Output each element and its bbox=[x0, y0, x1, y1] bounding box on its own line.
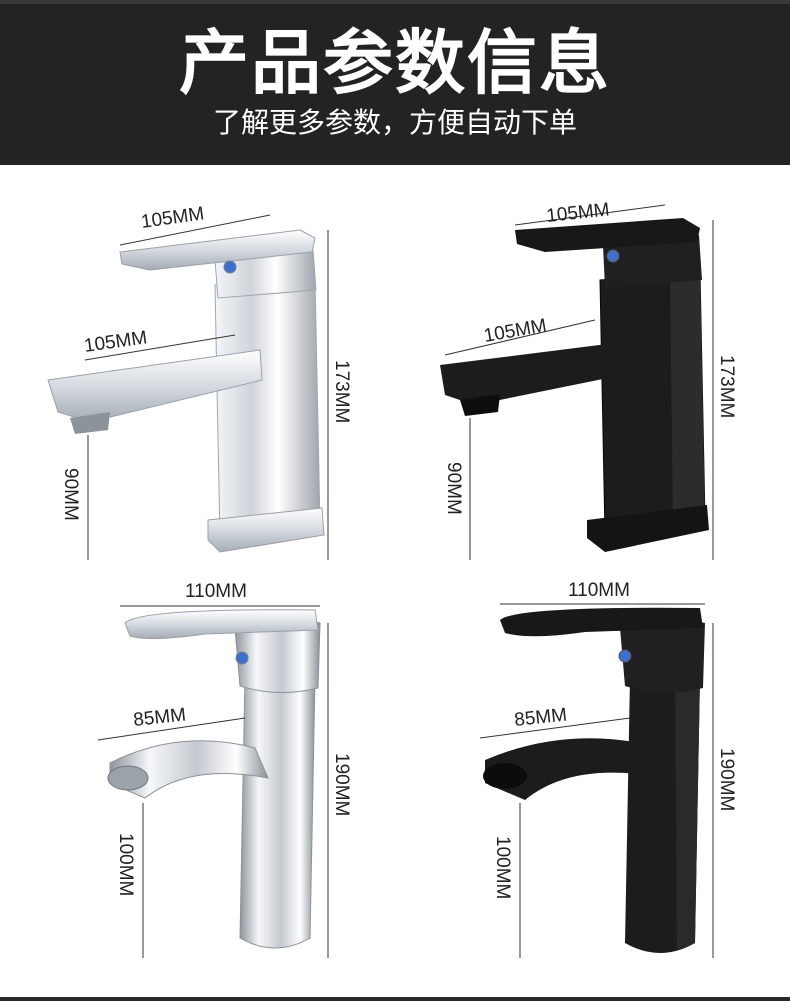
dim-handle-length: 105MM bbox=[545, 199, 610, 227]
dim-handle-length: 105MM bbox=[140, 203, 206, 233]
dim-spout-clearance: 100MM bbox=[115, 833, 136, 896]
product-chrome-square: 105MM 105MM 173MM 90MM bbox=[30, 190, 370, 570]
dim-spout-length: 85MM bbox=[132, 705, 187, 731]
dim-spout-clearance: 90MM bbox=[60, 468, 81, 521]
dim-total-height: 190MM bbox=[716, 748, 737, 811]
dim-total-height: 190MM bbox=[331, 753, 352, 816]
faucet-black-square-illustration: 105MM 105MM 173MM 90MM bbox=[440, 199, 737, 560]
top-border bbox=[0, 0, 790, 4]
product-black-round: 110MM 85MM 190MM 100MM bbox=[415, 578, 755, 978]
page-subtitle: 了解更多参数，方便自动下单 bbox=[212, 106, 577, 139]
dim-spout-clearance: 100MM bbox=[492, 836, 513, 899]
dim-total-height: 173MM bbox=[331, 360, 352, 423]
bottom-border bbox=[0, 997, 790, 1001]
header-banner: 产品参数信息 了解更多参数，方便自动下单 bbox=[0, 0, 790, 165]
product-black-square: 105MM 105MM 173MM 90MM bbox=[415, 190, 755, 570]
dim-spout-length: 105MM bbox=[83, 327, 149, 357]
dim-handle-length: 110MM bbox=[568, 580, 630, 601]
faucet-chrome-round-illustration: 110MM 85MM 190MM 100MM bbox=[97, 581, 352, 958]
page-title: 产品参数信息 bbox=[179, 22, 611, 104]
dim-spout-length: 105MM bbox=[482, 315, 548, 347]
dim-handle-length: 110MM bbox=[185, 581, 247, 602]
dim-spout-clearance: 90MM bbox=[443, 462, 464, 515]
dim-total-height: 173MM bbox=[716, 355, 737, 418]
faucet-black-round-illustration: 110MM 85MM 190MM 100MM bbox=[479, 580, 737, 958]
faucet-chrome-square-illustration: 105MM 105MM 173MM 90MM bbox=[47, 203, 352, 560]
product-chrome-round: 110MM 85MM 190MM 100MM bbox=[30, 578, 370, 978]
